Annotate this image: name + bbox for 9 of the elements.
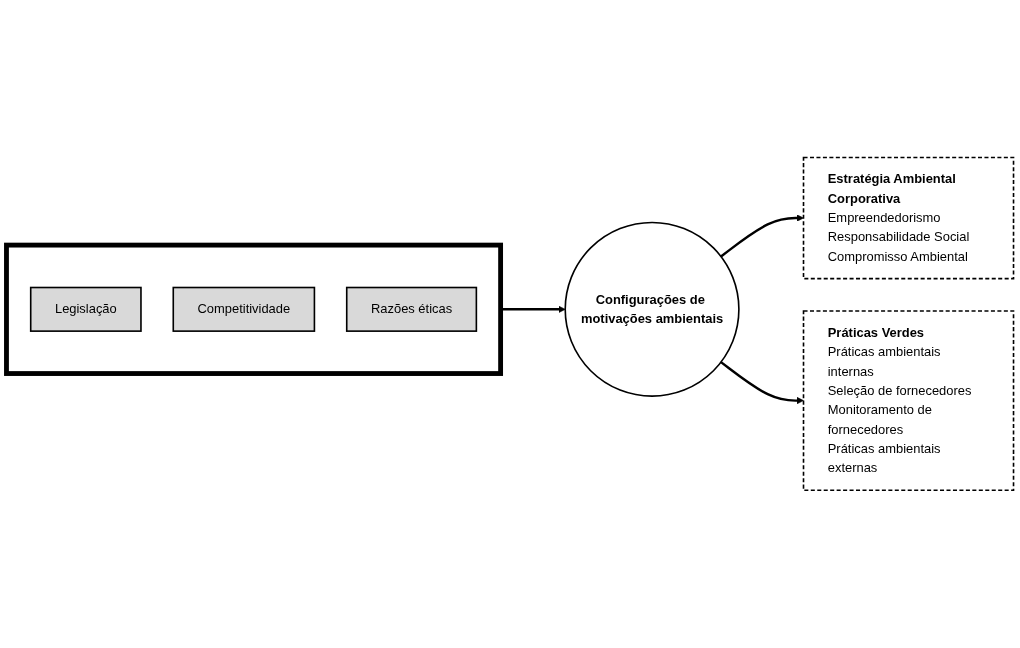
cluster (4, 242, 504, 377)
node-box: Legislação (29, 286, 142, 333)
node-box: Estratégia Ambiental Corporativa Empreendedorismo Responsabilidade Social Compromisso Ambiental (802, 156, 1015, 280)
arrow (720, 214, 804, 258)
node-box: Razões éticas (345, 286, 478, 333)
node-box: Competitividade (172, 286, 316, 333)
node-circle: Configurações de motivações ambientais (564, 221, 740, 398)
node-box: Práticas Verdes Práticas ambientais internas Seleção de fornecedores Monitoramento de fornecedores Práticas ambientais externas (802, 310, 1015, 492)
arrow (720, 361, 804, 405)
